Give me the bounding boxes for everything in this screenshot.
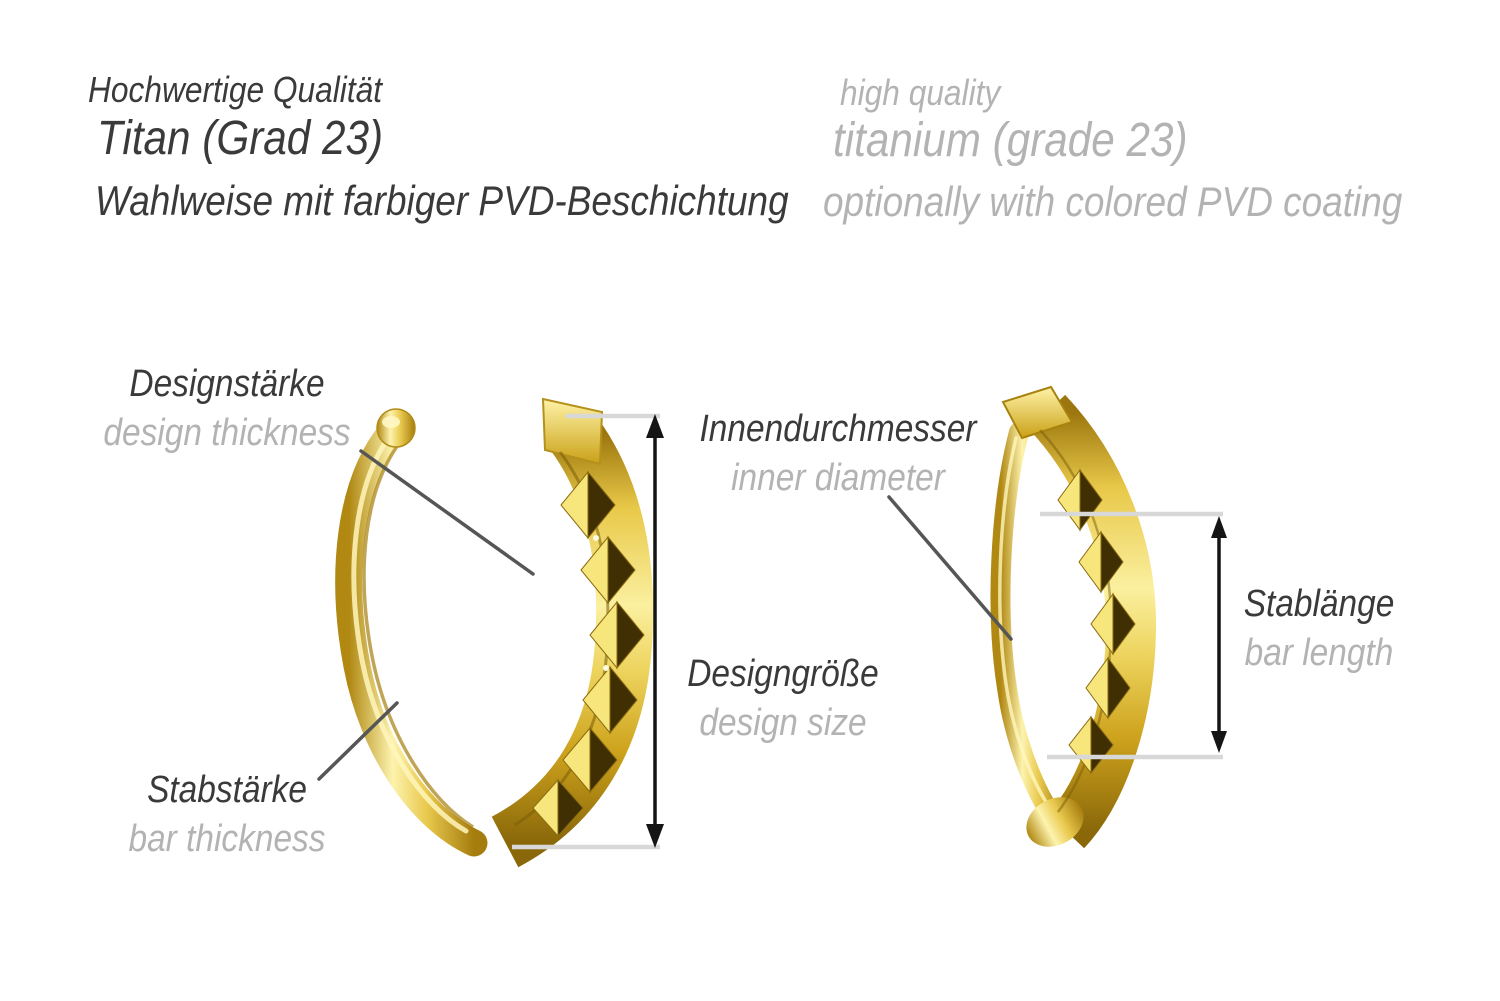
pyramid-stud (580, 535, 636, 605)
bar-thickness-label-de: Stabstärke (147, 769, 307, 811)
right-ring-image (990, 385, 1157, 849)
bar-length-label-en: bar length (1244, 632, 1394, 674)
design-thickness-leader-line (359, 449, 535, 576)
design-thickness-label-en: design thickness (103, 412, 351, 454)
header-coating-en: optionally with colored PVD coating (823, 178, 1403, 225)
header-material-de: Titan (Grad 23) (97, 112, 384, 165)
pyramid-stud (589, 600, 645, 670)
bar-thickness-label-en: bar thickness (128, 818, 326, 860)
arrow-up-icon (646, 414, 664, 438)
pyramid-stud (560, 470, 616, 540)
header-quality-en: high quality (840, 72, 1001, 113)
header-coating-de: Wahlweise mit farbiger PVD-Beschichtung (95, 177, 789, 224)
arrow-down-icon (646, 824, 664, 848)
pyramid-stud (1078, 530, 1124, 594)
right-ring-bar (990, 422, 1073, 840)
pyramid-stud (582, 665, 638, 735)
pyramid-stud (562, 726, 618, 794)
design-size-label: Designgröße design size (629, 650, 937, 748)
left-ring-bar (335, 416, 488, 857)
inner-diameter-label: Innendurchmesser inner diameter (684, 405, 992, 503)
left-ring-image (335, 397, 654, 868)
header-quality-de: Hochwertige Qualität (88, 69, 383, 110)
inner-diameter-leader-line (887, 495, 1013, 641)
pyramid-stud (532, 778, 584, 838)
measure-connector-lines (512, 413, 1223, 850)
design-thickness-label: Designstärke design thickness (73, 360, 381, 458)
inner-diameter-label-en: inner diameter (731, 457, 945, 499)
header-material-en: titanium (grade 23) (833, 114, 1188, 167)
left-ring-ball-tip (376, 408, 416, 448)
arrow-up-icon (1211, 516, 1227, 538)
bar-length-measure-arrow (1211, 516, 1227, 753)
bar-thickness-label: Stabstärke bar thickness (73, 766, 381, 864)
bar-thickness-leader-line (317, 701, 399, 781)
inner-diameter-label-de: Innendurchmesser (699, 408, 977, 450)
bar-length-label: Stablänge bar length (1165, 580, 1473, 678)
bar-length-label-de: Stablänge (1243, 583, 1395, 625)
arrow-down-icon (1211, 731, 1227, 753)
leader-lines (317, 449, 1013, 781)
design-size-measure-arrow (646, 414, 664, 848)
design-size-label-en: design size (699, 702, 867, 744)
pyramid-stud (1085, 656, 1131, 720)
design-size-label-de: Designgröße (687, 653, 879, 695)
pyramid-stud (1090, 592, 1136, 656)
left-ring-studs (532, 470, 645, 838)
design-thickness-label-de: Designstärke (129, 363, 325, 405)
